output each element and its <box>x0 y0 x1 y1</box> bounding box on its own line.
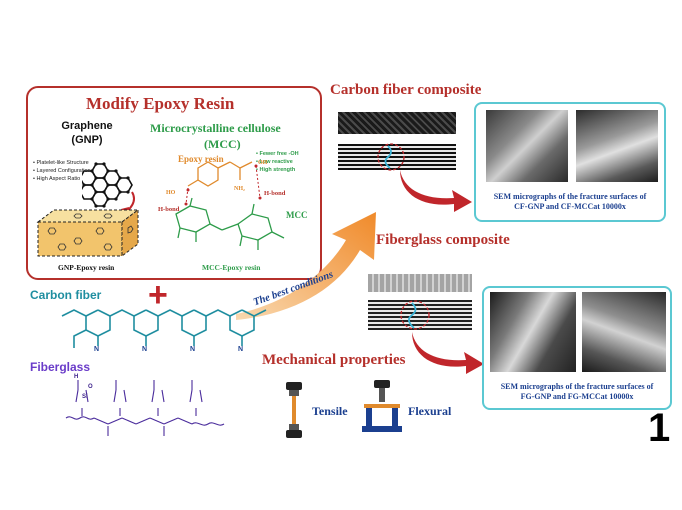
property-text: Low reactive <box>259 159 293 165</box>
caption-line: CF-GNP and CF-MCCat 10000x <box>514 202 626 211</box>
fiberglass-laminate-layers <box>368 300 472 330</box>
carbon-fracture-highlight <box>377 143 405 171</box>
svg-text:N: N <box>238 346 243 352</box>
bullet-text: Platelet-like Structure <box>36 160 89 166</box>
fiberglass-h-label: H <box>74 374 79 380</box>
flexural-label: Flexural <box>408 404 452 418</box>
carbon-to-sem-arrow <box>400 170 472 212</box>
svg-text:N: N <box>190 346 195 352</box>
mcc-epoxy-caption: MCC-Epoxy resin <box>202 263 261 272</box>
fiberglass-label: Fiberglass <box>30 360 91 374</box>
bullet-text: High Aspect Ratio <box>36 176 81 182</box>
ho-label: HO <box>166 190 176 196</box>
fiberglass-fracture-highlight <box>400 300 430 330</box>
property-text: Fewer free -OH <box>259 151 299 157</box>
tensile-label: Tensile <box>312 404 348 418</box>
plus-icon: + <box>148 276 168 314</box>
carbon-fabric-texture <box>338 112 456 134</box>
graphene-bullet: • Layered Configuration <box>33 168 91 174</box>
page-number: 1 <box>648 406 671 450</box>
modify-epoxy-panel <box>26 86 322 280</box>
modify-epoxy-title: Modify Epoxy Resin <box>86 94 235 113</box>
h-bond-label-right: H-bond <box>264 190 286 197</box>
graphene-structure-icon <box>82 162 133 208</box>
gnp-epoxy-block <box>36 209 140 257</box>
nh2-label: NH₂ <box>234 186 245 192</box>
graphene-bullet: • Platelet-like Structure <box>33 160 89 166</box>
mcc-property: • Low reactive <box>256 159 293 165</box>
property-text: High strength <box>259 167 296 173</box>
epoxy-resin-label: Epoxy resin <box>178 154 224 164</box>
sem-image-fg-mcc <box>582 292 666 372</box>
mcc-label: MCC <box>286 210 308 220</box>
fiberglass-structure <box>65 380 225 436</box>
graphene-abbr: (GNP) <box>71 134 103 146</box>
sem-image-cf-gnp <box>486 110 568 182</box>
caption-line: SEM micrographs of the fracture surfaces… <box>493 192 647 201</box>
graphene-title: Graphene <box>61 120 113 132</box>
mcc-title: Microcrystalline cellulose <box>150 121 281 135</box>
caption-line: FG-GNP and FG-MCCat 10000x <box>520 392 634 401</box>
mcc-epoxy-structure <box>175 161 285 250</box>
fiberglass-sem-panel: SEM micrographs of the fracture surfaces… <box>482 286 672 410</box>
carbon-fiber-composite-title: Carbon fiber composite <box>330 82 482 98</box>
oh-label: OH <box>258 160 268 166</box>
graphene-bullet: • High Aspect Ratio <box>33 176 81 182</box>
graphene-bullets: • Platelet-like Structure • Layered Conf… <box>33 159 91 183</box>
flexural-test-icon <box>362 380 402 432</box>
mcc-abbr: (MCC) <box>204 137 241 151</box>
mechanical-properties-title: Mechanical properties <box>262 352 406 368</box>
tensile-test-icon <box>286 382 302 438</box>
fiberglass-fabric-texture <box>368 274 472 292</box>
mcc-property: • Fewer free -OH <box>256 151 299 157</box>
carbon-fiber-label: Carbon fiber <box>30 288 102 302</box>
fiberglass-to-sem-arrow <box>412 332 484 374</box>
sem-image-fg-gnp <box>490 292 576 372</box>
carbon-laminate-layers <box>338 144 456 170</box>
svg-text:N: N <box>142 346 147 352</box>
fiberglass-sem-caption: SEM micrographs of the fracture surfaces… <box>484 382 670 402</box>
svg-text:N: N <box>94 346 99 352</box>
main-flow-arrow <box>236 212 376 320</box>
fiberglass-o-label: O <box>88 384 93 390</box>
carbon-sem-caption: SEM micrographs of the fracture surfaces… <box>476 192 664 212</box>
sem-image-cf-mcc <box>576 110 658 182</box>
caption-line: SEM micrographs of the fracture surfaces… <box>500 382 654 391</box>
gnp-epoxy-caption: GNP-Epoxy resin <box>58 263 115 272</box>
h-bond-label-left: H-bond <box>158 206 180 213</box>
fiberglass-si-label: Si <box>82 394 88 400</box>
fiberglass-composite-title: Fiberglass composite <box>376 232 510 248</box>
carbon-sem-panel: SEM micrographs of the fracture surfaces… <box>474 102 666 222</box>
bullet-text: Layered Configuration <box>36 168 91 174</box>
